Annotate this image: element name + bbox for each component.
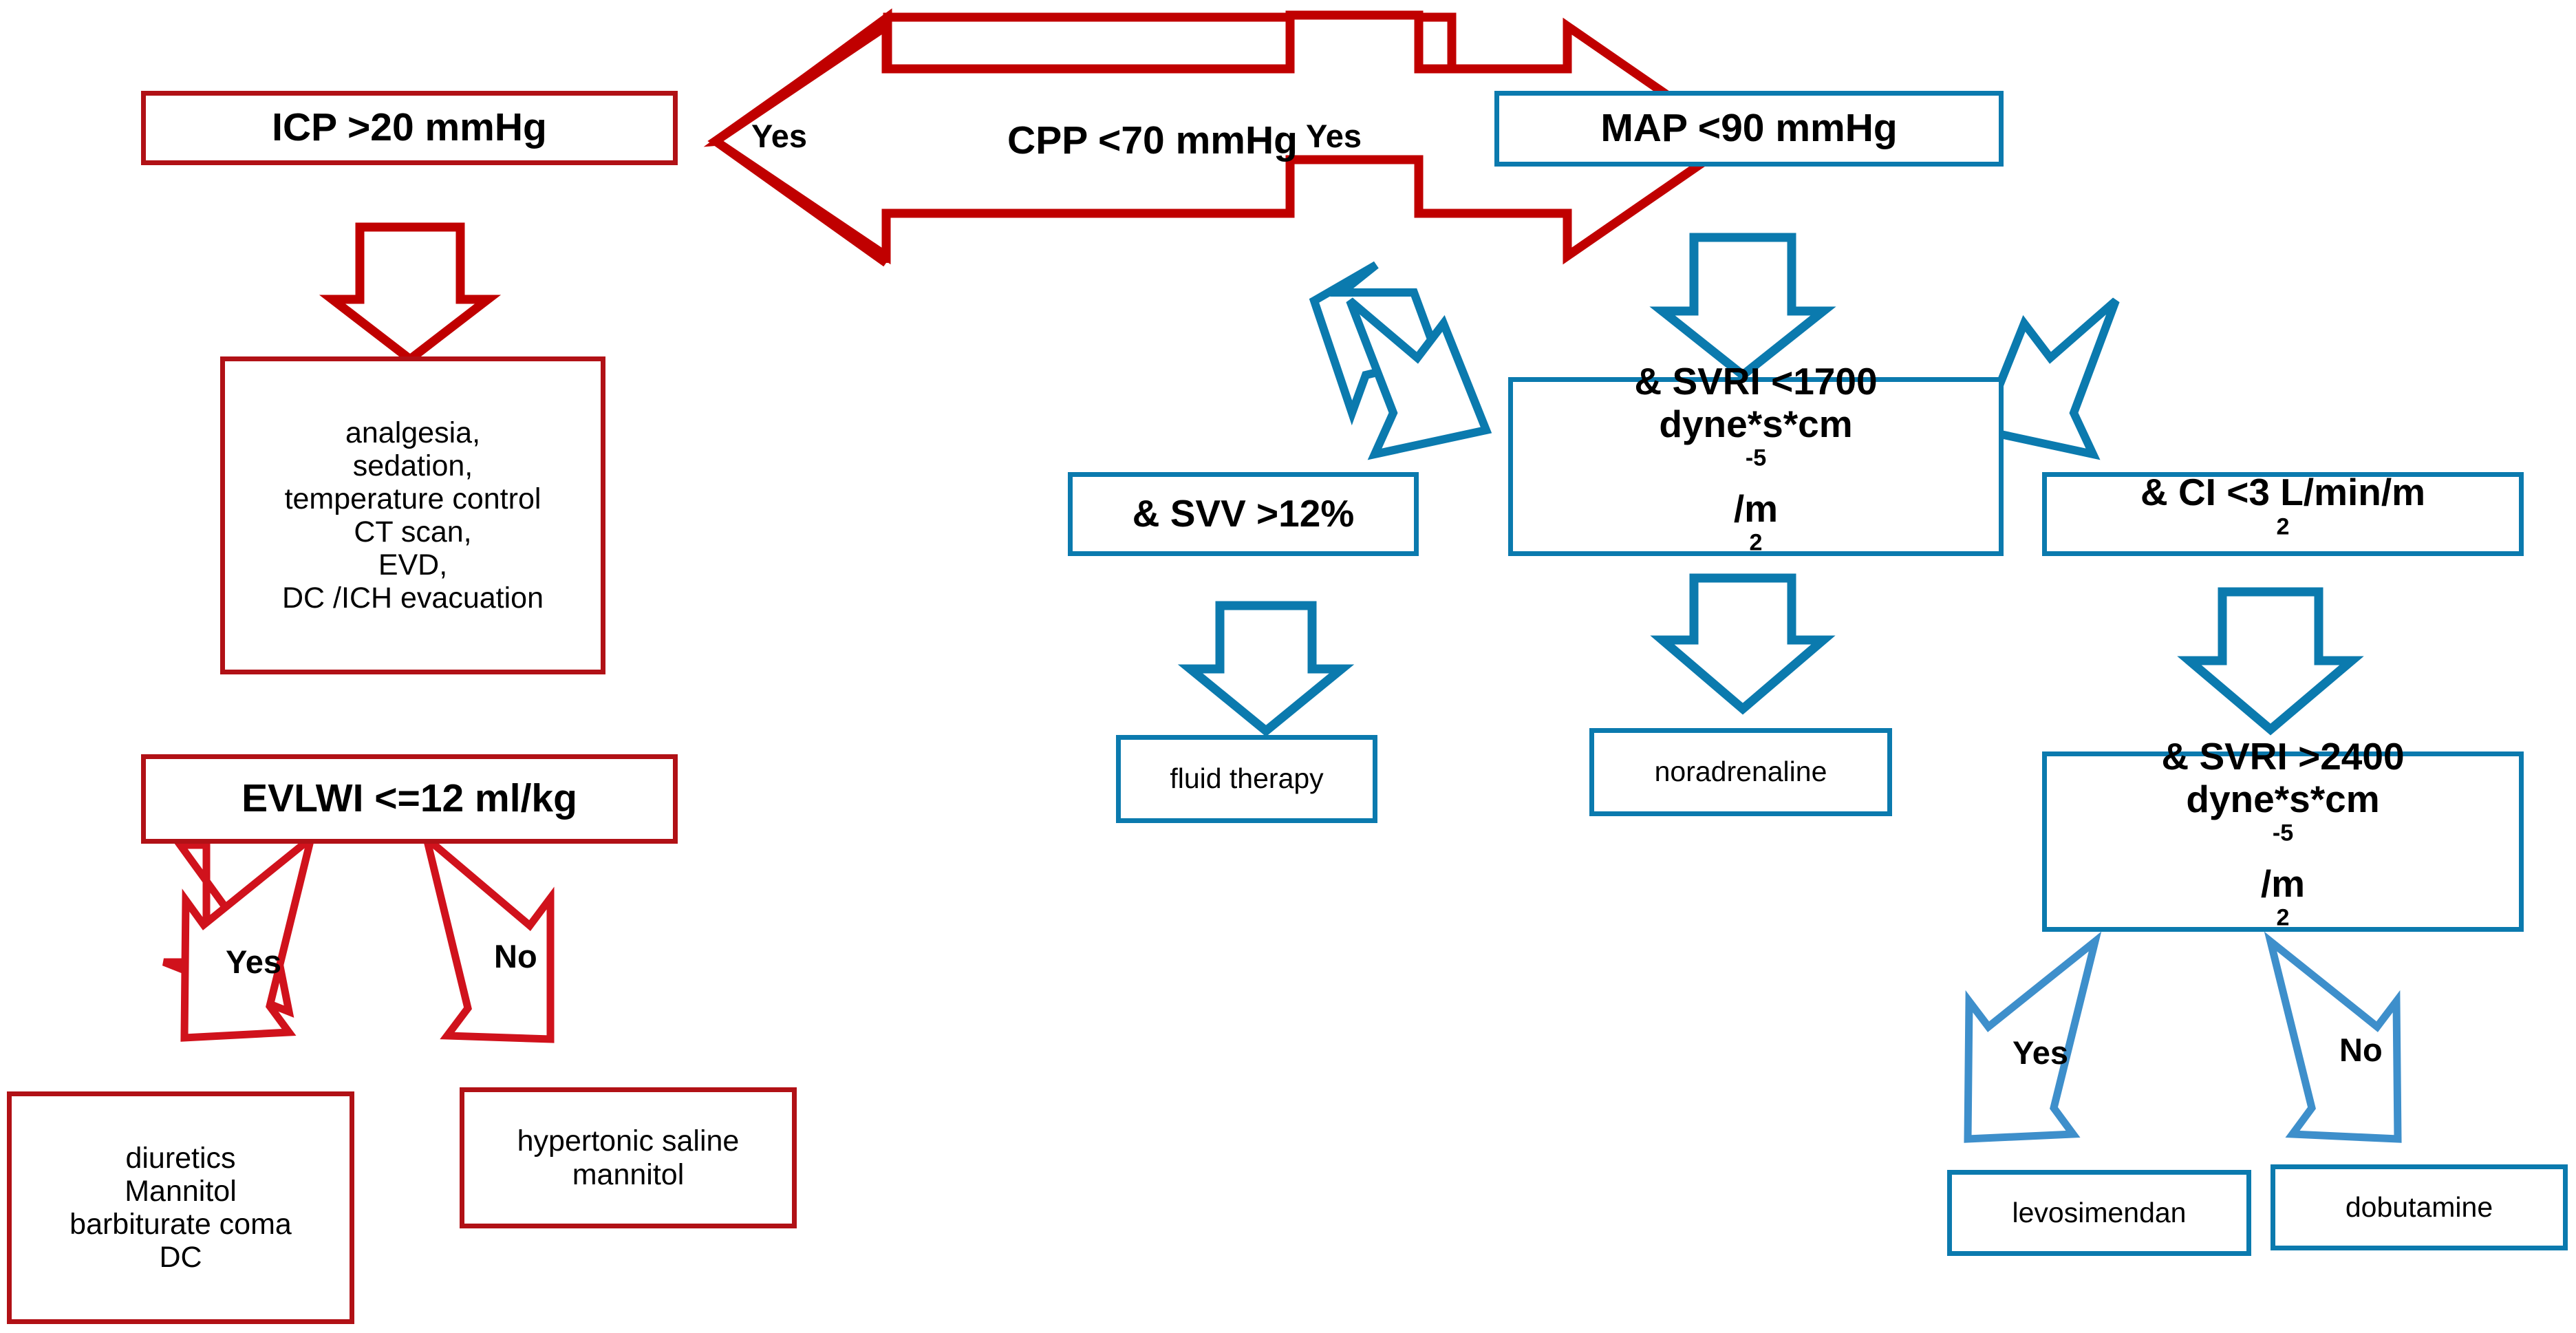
arrow-down-svri-noradrenaline-icon [1650,573,1836,715]
node-svri-low-line1: & SVRI <1700 [1634,360,1878,403]
arrow-left-stem-bottom-icon [881,209,891,263]
arrow-down-ci-svri-icon [2177,587,2364,736]
arrow-down-svv-fluid-icon [1177,601,1355,737]
arrow-yes-left-shape-icon [180,828,318,1042]
node-dobutamine[interactable]: dobutamine [2271,1164,2568,1250]
node-svri-high-line1: & SVRI >2400 [2161,735,2405,778]
node-dobutamine-label: dobutamine [2345,1191,2493,1223]
node-fluid-therapy-label: fluid therapy [1170,763,1324,795]
node-hypertonic-saline[interactable]: hypertonic saline mannitol [460,1087,797,1228]
label-svri-no: No [2339,1032,2383,1068]
node-cpp[interactable]: CPP <70 mmHg [888,103,1417,179]
label-svri-yes: Yes [2012,1034,2069,1071]
node-map-label: MAP <90 mmHg [1600,106,1898,151]
arrow-left-stem-top-icon [881,21,891,74]
node-levosimendan[interactable]: levosimendan [1947,1170,2251,1256]
arrow-svv-branch-icon [1346,297,1492,460]
node-fluid-therapy[interactable]: fluid therapy [1116,735,1377,823]
arrow-down-icp-icon [319,222,502,365]
node-evlwi-label: EVLWI <=12 ml/kg [242,776,577,821]
node-map[interactable]: MAP <90 mmHg [1494,91,2004,167]
label-cpp-yes-left: Yes [751,118,808,154]
arrow-down-left-svv-icon [1309,261,1443,426]
node-hypertonic-saline-label: hypertonic saline mannitol [517,1124,740,1191]
label-evlwi-no: No [494,938,537,974]
node-evlwi[interactable]: EVLWI <=12 ml/kg [141,754,678,844]
node-icp-treatment-label: analgesia, sedation, temperature control… [282,416,544,615]
node-svv[interactable]: & SVV >12% [1068,472,1419,556]
arrow-down-map-icon [1649,233,1836,381]
node-cpp-label: CPP <70 mmHg [1007,118,1298,163]
node-diuretics-label: diuretics Mannitol barbiturate coma DC [69,1141,292,1275]
arrow-down-left-evlwi-yes-icon [162,841,294,1018]
node-diuretics[interactable]: diuretics Mannitol barbiturate coma DC [7,1091,354,1324]
node-noradrenaline[interactable]: noradrenaline [1589,728,1892,816]
label-evlwi-yes: Yes [226,943,282,980]
node-icp[interactable]: ICP >20 mmHg [141,91,678,165]
label-cpp-yes-right: Yes [1306,118,1362,154]
node-svv-label: & SVV >12% [1132,492,1355,535]
node-icp-treatment[interactable]: analgesia, sedation, temperature control… [220,356,605,674]
node-icp-label: ICP >20 mmHg [272,105,547,150]
node-noradrenaline-label: noradrenaline [1654,756,1827,788]
node-levosimendan-label: levosimendan [2012,1196,2187,1228]
